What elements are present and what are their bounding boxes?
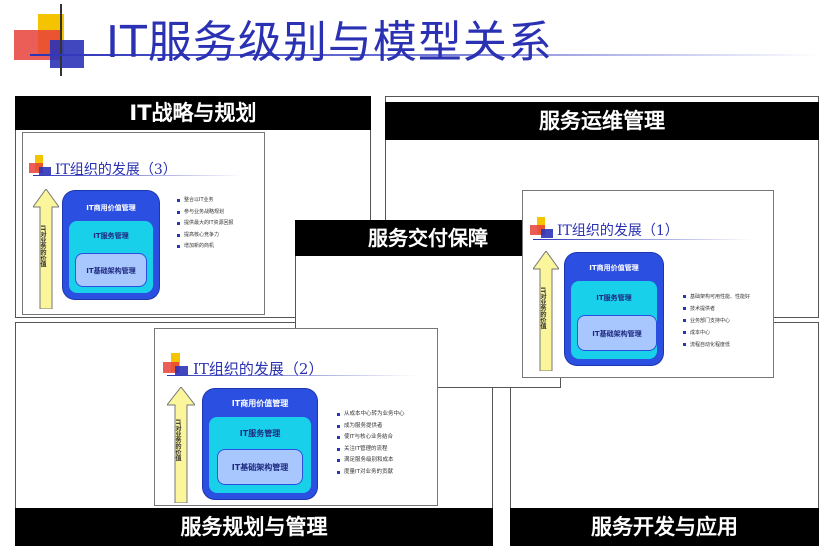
slide-bullet-list: 基础架构可用性能、性能好 技术提供者 业务部门支持中心 成本中心 流程自动化程度… (683, 291, 750, 351)
bullet-5: 增加新的商机 (177, 241, 234, 253)
slide-org-development-3: IT组织的发展（3） IT对业务的价值 IT商用价值管理 IT服务管理 IT基础… (22, 132, 265, 315)
page-title: IT服务级别与模型关系 (106, 17, 553, 68)
bullet-3: 业务部门支持中心 (683, 315, 750, 327)
bar-strategy: IT战略与规划 (15, 96, 371, 130)
value-axis-label: IT对业务的价值 (39, 225, 46, 268)
slide-deco-red (29, 163, 43, 173)
bullet-6: 度量IT对业务的贡献 (337, 467, 405, 479)
bullet-2: 成为服务提供者 (337, 421, 405, 433)
box-it-service-label: IT服务管理 (239, 429, 281, 438)
box-it-infrastructure: IT基础架构管理 (577, 315, 657, 351)
bar-operations: 服务运维管理 (385, 102, 819, 140)
title-underline (30, 54, 820, 56)
bullet-1: 整合以IT业务 (177, 195, 234, 207)
slide-org-development-1: IT组织的发展（1） IT对业务的价值 IT商用价值管理 IT服务管理 IT基础… (522, 190, 774, 378)
value-arrow-icon (33, 189, 59, 309)
title-deco-vline (60, 4, 62, 76)
bar-delivery: 服务交付保障 (295, 220, 561, 256)
bar-development: 服务开发与应用 (510, 508, 819, 546)
bar-planning: 服务规划与管理 (15, 508, 493, 546)
bullet-3: 提供最大的IT资源回报 (177, 218, 234, 230)
bullet-4: 成本中心 (683, 327, 750, 339)
slide-deco-blue (39, 167, 51, 176)
bullet-2: 参与业务战略规划 (177, 207, 234, 219)
slide-title: IT组织的发展（1） (557, 223, 679, 239)
slide-title-line (167, 375, 417, 376)
bullet-2: 技术提供者 (683, 303, 750, 315)
bullet-5: 满足服务级别和成本 (337, 455, 405, 467)
box-it-infrastructure: IT基础架构管理 (75, 253, 147, 287)
box-it-business-value: IT商用价值管理 (589, 264, 639, 272)
value-axis-label: IT对业务的价值 (174, 419, 181, 462)
slide-bullet-list: 整合以IT业务 参与业务战略规划 提供最大的IT资源回报 提高核心竞争力 增加新… (177, 195, 234, 253)
box-it-service-label: IT服务管理 (596, 294, 632, 302)
slide-bullet-list: 从成本中心转为业务中心 成为服务提供者 使IT与核心业务结合 关注IT管理的流程… (337, 409, 405, 478)
box-it-business-value: IT商用价值管理 (231, 399, 289, 408)
bullet-4: 关注IT管理的流程 (337, 444, 405, 456)
slide-title-line (33, 175, 243, 176)
bullet-1: 基础架构可用性能、性能好 (683, 291, 750, 303)
box-it-business-value: IT商用价值管理 (86, 204, 136, 212)
slide-deco-blue (175, 366, 188, 376)
value-axis-label: IT对业务的价值 (539, 287, 546, 330)
bullet-3: 使IT与核心业务结合 (337, 432, 405, 444)
slide-title: IT组织的发展（3） (55, 162, 177, 178)
bullet-1: 从成本中心转为业务中心 (337, 409, 405, 421)
value-arrow-icon (167, 387, 195, 503)
box-it-infrastructure: IT基础架构管理 (217, 449, 303, 485)
box-it-service-label: IT服务管理 (93, 232, 129, 240)
slide-deco-blue (541, 229, 553, 238)
bullet-4: 提高核心竞争力 (177, 230, 234, 242)
slide-org-development-2: IT组织的发展（2） IT对业务的价值 IT商用价值管理 IT服务管理 IT基础… (154, 328, 438, 506)
slide-deco-red (163, 362, 179, 373)
bullet-5: 流程自动化程度低 (683, 339, 750, 351)
slide-title-line (533, 239, 753, 240)
slide-title: IT组织的发展（2） (193, 360, 324, 378)
slide-deco-red (530, 225, 545, 235)
value-arrow-icon (533, 251, 559, 371)
